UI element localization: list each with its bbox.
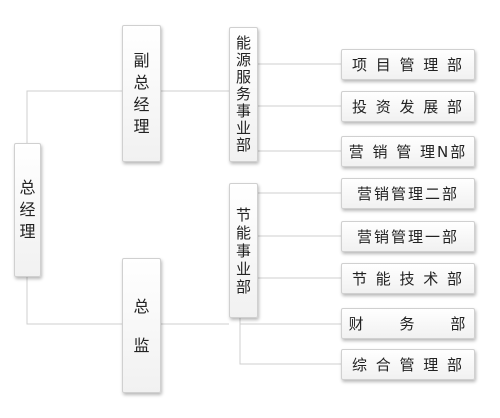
energy-service-division-label: 能源服务事业部 [236, 35, 251, 154]
ceo-label: 总经理 [19, 177, 35, 243]
char: 部 [235, 136, 251, 154]
energy-saving-division-label: 节能事业部 [236, 206, 251, 296]
dept-marketing-n[interactable]: 营 销 管 理N部 [341, 136, 475, 167]
energy-service-division-box[interactable]: 能源服务事业部 [229, 27, 258, 162]
char: 能 [235, 223, 251, 242]
char: 总 [133, 72, 150, 92]
dept-label: 财 务 部 [348, 315, 468, 333]
director-label-top: 总 [133, 296, 150, 316]
dept-general-management[interactable]: 综 合 管 理 部 [341, 349, 475, 380]
char: 经 [133, 94, 150, 114]
char: 事 [235, 102, 251, 120]
char: 理 [19, 222, 36, 241]
char: 节 [235, 205, 251, 224]
char: 能 [235, 34, 251, 52]
dept-project-management[interactable]: 项 目 管 理 部 [341, 49, 475, 80]
char: 源 [235, 51, 251, 69]
ceo-box[interactable]: 总经理 [14, 143, 41, 277]
char: 经 [19, 200, 36, 219]
char: 理 [133, 116, 150, 136]
energy-saving-division-box[interactable]: 节能事业部 [229, 183, 258, 318]
dept-label: 营销管理二部 [356, 185, 459, 203]
dept-marketing-2[interactable]: 营销管理二部 [341, 178, 475, 209]
director-label-bottom: 监 [133, 335, 150, 355]
char: 服 [235, 68, 251, 86]
dept-investment-development[interactable]: 投 资 发 展 部 [341, 91, 475, 122]
dept-label: 投 资 发 展 部 [351, 98, 465, 116]
dept-finance[interactable]: 财 务 部 [341, 308, 475, 339]
dept-energy-saving-tech[interactable]: 节 能 技 术 部 [341, 263, 475, 294]
char: 事 [235, 241, 251, 260]
char: 部 [235, 277, 251, 296]
char: 业 [235, 259, 251, 278]
dept-label: 项 目 管 理 部 [351, 56, 465, 74]
dept-label: 综 合 管 理 部 [351, 356, 465, 374]
director-box[interactable]: 总 监 [122, 258, 161, 393]
char: 业 [235, 119, 251, 137]
dept-label: 节 能 技 术 部 [351, 270, 465, 288]
dept-marketing-1[interactable]: 营销管理一部 [341, 221, 475, 252]
char: 副 [133, 50, 150, 70]
vp-label: 副总经理 [133, 50, 149, 138]
vp-box[interactable]: 副总经理 [122, 25, 161, 162]
dept-label: 营 销 管 理N部 [348, 143, 468, 161]
dept-label: 营销管理一部 [356, 228, 459, 246]
char: 务 [235, 85, 251, 103]
char: 总 [19, 178, 36, 197]
